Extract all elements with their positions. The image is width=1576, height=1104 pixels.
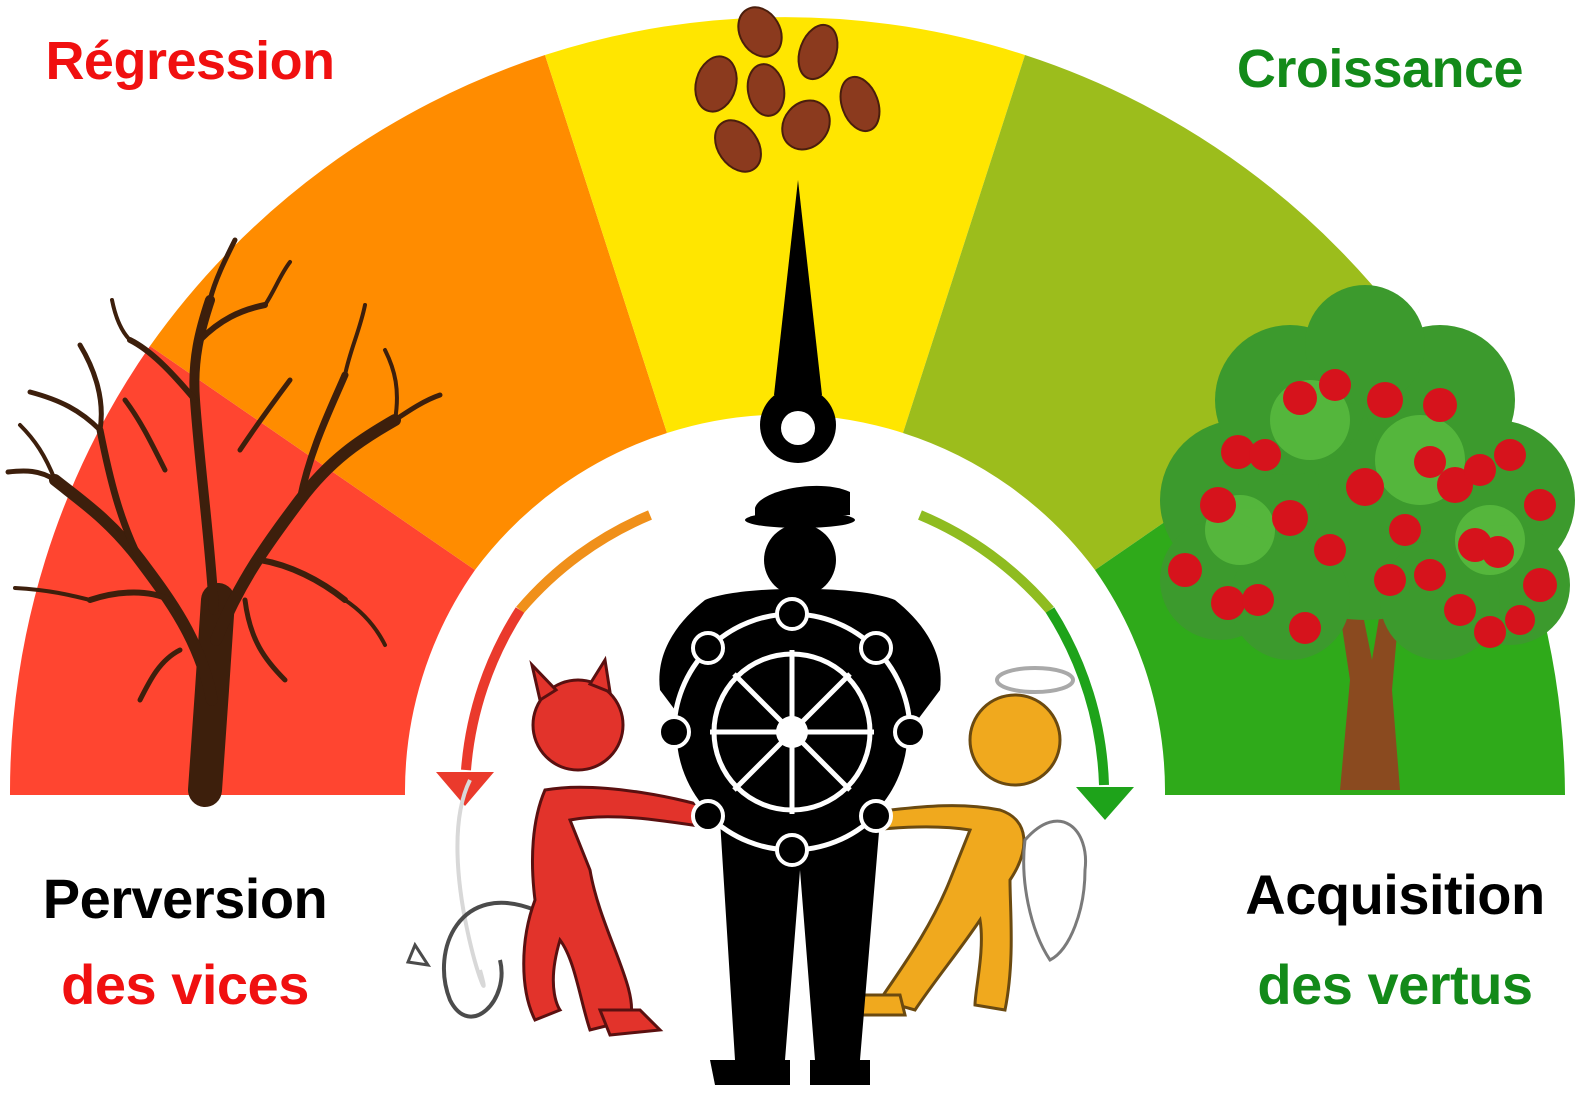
label-des-vertus: des vertus: [1230, 952, 1560, 1017]
label-perversion: Perversion: [20, 866, 350, 931]
ship-wheel-icon: [659, 599, 925, 865]
label-regression: Régression: [40, 30, 340, 92]
label-croissance: Croissance: [1230, 38, 1530, 100]
label-acquisition: Acquisition: [1230, 862, 1560, 927]
label-des-vices: des vices: [20, 952, 350, 1017]
